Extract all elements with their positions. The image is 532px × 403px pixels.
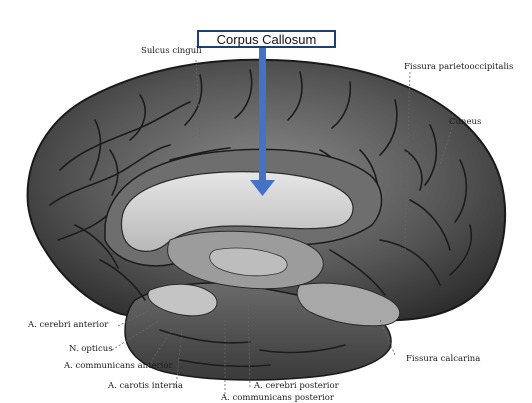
label-a-communicans-anterior: A. communicans anterior [64,361,173,371]
optic-region [147,283,218,317]
calcarine-highlight [296,282,400,327]
label-fissura-calcarina: Fissura calcarina [406,354,481,364]
corpus-callosum-label: Corpus Callosum [216,31,317,47]
label-fissura-parietooccipitalis: Fissura parietooccipitalis [404,62,514,72]
label-cuneus: Cuneus [449,117,482,127]
label-a-carotis-interna: A. carotis interna [108,381,183,391]
label-a-communicans-posterior: A. communicans posterior [221,393,334,403]
label-n-opticus: N. opticus [69,344,113,354]
label-a-cerebri-anterior: A. cerebri anterior [28,320,109,330]
thalamus-area [209,247,288,277]
leader-lines [111,59,453,398]
gyri-texture [49,69,472,368]
corpus-callosum-callout: Corpus Callosum [197,30,336,48]
corpus-callosum-shape [120,171,354,252]
label-sulcus-cinguli: Sulcus cinguli [141,46,202,56]
label-a-cerebri-posterior: A. cerebri posterior [254,381,339,391]
callout-arrow [250,48,275,196]
